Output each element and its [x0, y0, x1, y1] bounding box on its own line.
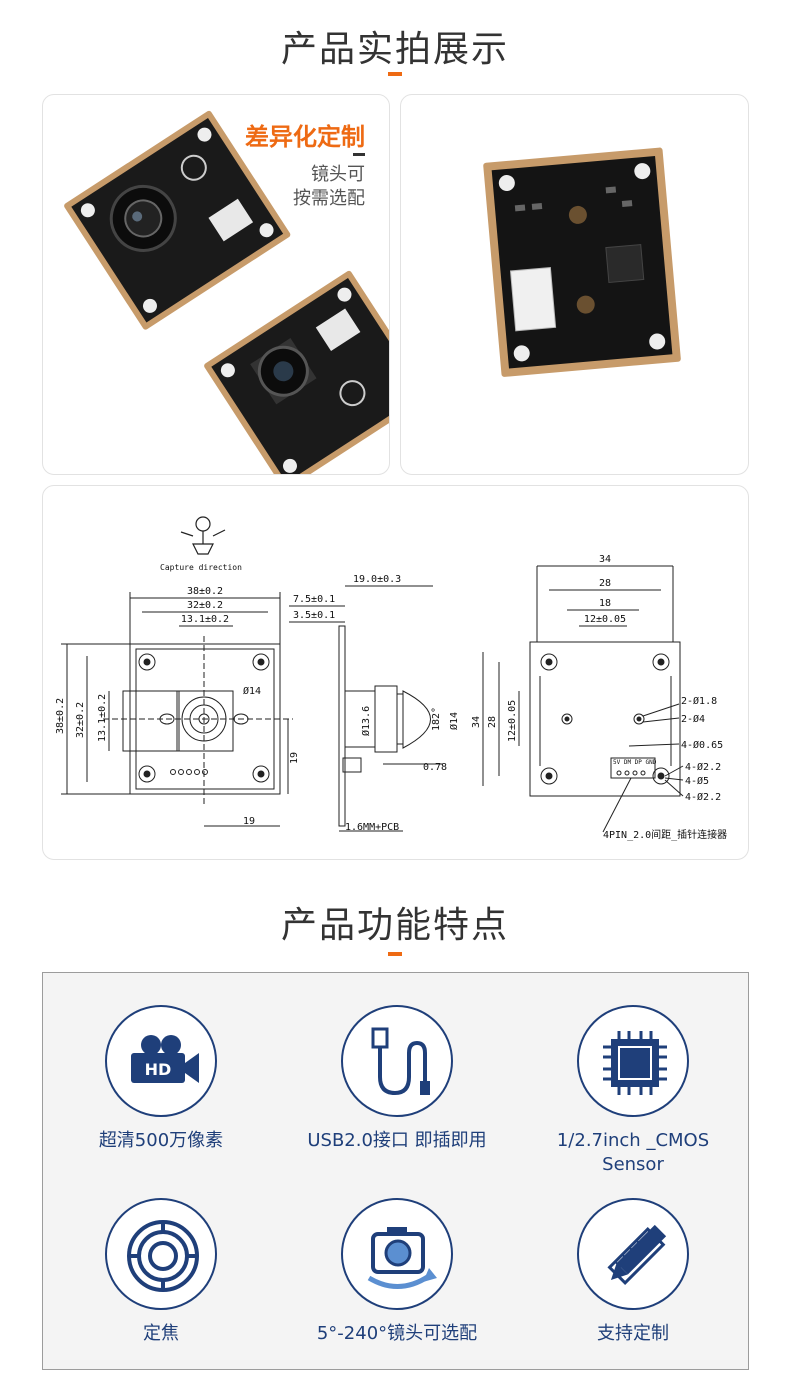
dimension-drawing: Capture direction — [55, 516, 727, 841]
photo-card-front: 差异化定制 镜头可 按需选配 — [42, 94, 390, 475]
front-view — [61, 592, 293, 827]
feature-usb: USB2.0接口 即插即用 — [279, 1005, 515, 1153]
pin-labels: 5V DM DP GND — [613, 759, 657, 766]
dim-back-28: 28 — [599, 578, 611, 589]
dim-back-h12: 12±0.05 — [507, 700, 518, 742]
note-4-22b: 4-Ø2.2 — [685, 791, 721, 803]
chip-icon — [577, 1005, 689, 1117]
dim-side-35: 3.5±0.1 — [293, 610, 335, 621]
badge-sub-line2: 按需选配 — [293, 188, 365, 209]
dim-front-right19: 19 — [289, 752, 300, 764]
capture-direction-figure — [180, 516, 226, 555]
dimension-drawing-card: Capture direction — [42, 485, 749, 860]
feature-lens-options: 5°-240°镜头可选配 — [279, 1198, 515, 1346]
feature-usb-label: USB2.0接口 即插即用 — [307, 1130, 487, 1151]
feature-hd: HD 超清500万像素 — [43, 1005, 279, 1153]
feature-sensor-line1: 1/2.7inch _CMOS — [556, 1130, 710, 1151]
dim-front-h32: 32±0.2 — [75, 702, 86, 738]
dim-back-12: 12±0.05 — [584, 614, 626, 625]
dim-front-h13: 13.1±0.2 — [97, 694, 108, 742]
lens-focus-icon — [105, 1198, 217, 1310]
dim-front-32: 32±0.2 — [187, 600, 223, 611]
rotate-camera-icon — [341, 1198, 453, 1310]
note-4-5: 4-Ø5 — [685, 775, 709, 787]
dim-side-14: Ø14 — [448, 712, 460, 730]
title-accent-bar — [388, 952, 402, 956]
dim-front-38: 38±0.2 — [187, 586, 223, 597]
hd-camera-icon: HD — [105, 1005, 217, 1117]
customization-badge-title: 差异化定制 — [245, 123, 365, 151]
dim-back-34: 34 — [599, 554, 611, 565]
dim-back-h28: 28 — [487, 716, 498, 728]
feature-customization: 支持定制 — [515, 1198, 751, 1346]
dim-front-lens: Ø14 — [243, 685, 261, 697]
feature-fixed-focus-label: 定焦 — [143, 1323, 179, 1344]
feature-lens-options-label: 5°-240°镜头可选配 — [316, 1323, 478, 1344]
note-2-4: 2-Ø4 — [681, 713, 705, 725]
back-view — [482, 565, 684, 833]
feature-fixed-focus: 定焦 — [43, 1198, 279, 1346]
dim-side-136: Ø13.6 — [360, 706, 372, 736]
dim-side-pcb: 1.6MM+PCB — [345, 822, 399, 833]
svg-text:HD: HD — [145, 1060, 172, 1079]
badge-sub-line1: 镜头可 — [311, 164, 365, 185]
feature-hd-label: 超清500万像素 — [98, 1130, 224, 1151]
note-4-22a: 4-Ø2.2 — [685, 761, 721, 773]
camera-module-front-photo — [64, 110, 389, 474]
dim-front-13: 13.1±0.2 — [181, 614, 229, 625]
dim-back-18: 18 — [599, 598, 611, 609]
pencil-ruler-icon — [577, 1198, 689, 1310]
title-accent-bar — [388, 72, 402, 76]
dim-front-h38: 38±0.2 — [55, 698, 66, 734]
dim-side-angle: 182° — [431, 707, 442, 731]
camera-module-back-photo — [483, 147, 681, 377]
side-view — [289, 585, 443, 832]
badge-divider — [353, 153, 365, 156]
connector-note: 4PIN_2.0间距_插针连接器 — [603, 828, 727, 841]
feature-sensor: 1/2.7inch _CMOS Sensor — [515, 1005, 751, 1177]
customization-badge-subtitle: 镜头可 按需选配 — [245, 163, 365, 211]
dim-side-75: 7.5±0.1 — [293, 594, 335, 605]
dim-side-19: 19.0±0.3 — [353, 574, 401, 585]
usb-cable-icon — [341, 1005, 453, 1117]
feature-sensor-label: 1/2.7inch _CMOS Sensor — [515, 1129, 751, 1177]
features-panel: HD 超清500万像素 USB2.0接口 即插即用 — [42, 972, 749, 1370]
note-2-18: 2-Ø1.8 — [681, 695, 717, 707]
dim-back-h34: 34 — [471, 716, 482, 728]
section-title-photos: 产品实拍展示 — [280, 29, 509, 70]
note-4-065: 4-Ø0.65 — [681, 739, 723, 751]
feature-customization-label: 支持定制 — [597, 1323, 669, 1344]
dim-front-bottom19: 19 — [243, 816, 255, 827]
section-title-features: 产品功能特点 — [280, 905, 509, 946]
capture-direction-label: Capture direction — [160, 563, 242, 572]
photo-card-back — [400, 94, 749, 475]
dim-side-078: 0.78 — [423, 762, 447, 773]
feature-sensor-line2: Sensor — [602, 1154, 664, 1175]
